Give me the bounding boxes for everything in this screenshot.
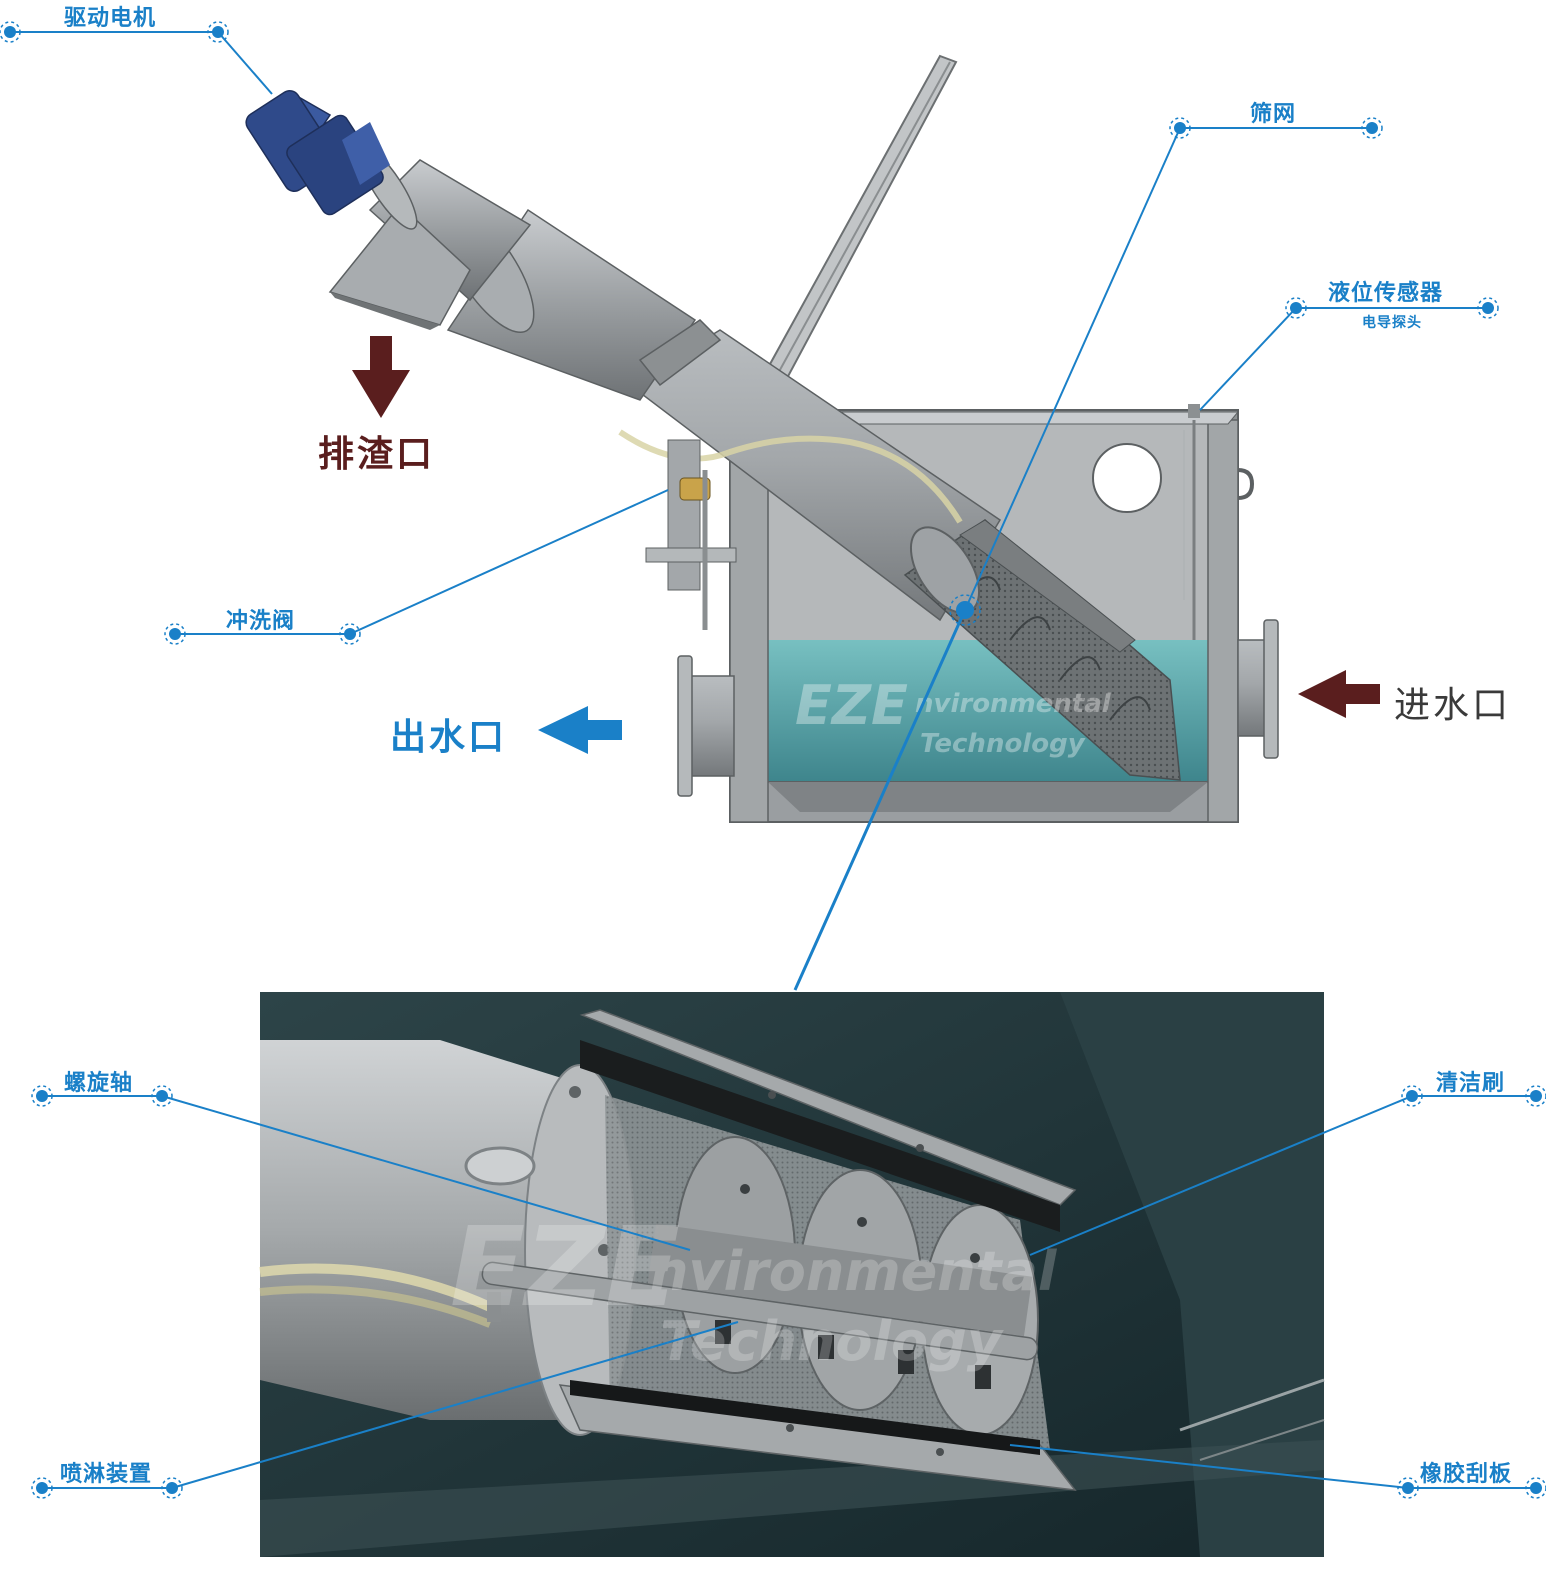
- callout-lines: [10, 31, 1536, 1489]
- svg-text:EZE: EZE: [450, 1203, 680, 1331]
- label-spray-device: 喷淋装置: [60, 1462, 153, 1487]
- label-drive-motor: 驱动电机: [64, 6, 157, 31]
- water-outlet-pipe: [677, 655, 735, 797]
- label-screen-mesh: 筛网: [1250, 102, 1297, 127]
- svg-text:EZE: EZE: [795, 674, 908, 737]
- label-screw-shaft: 螺旋轴: [64, 1071, 134, 1096]
- drive-motor: [245, 90, 390, 216]
- svg-text:Technology: Technology: [660, 1310, 1005, 1373]
- label-cleaning-brush: 清洁刷: [1436, 1071, 1506, 1096]
- svg-text:nvironmental: nvironmental: [915, 689, 1112, 719]
- label-water-outlet: 出水口: [390, 717, 508, 758]
- screw-tube: [328, 146, 1181, 781]
- watermark-upper: EZE nvironmental Technology: [795, 674, 1112, 759]
- label-level-sensor-sub: 电导探头: [1362, 315, 1422, 331]
- inlet-arrow: [1298, 670, 1380, 718]
- label-slag-outlet: 排渣口: [318, 434, 436, 475]
- label-flush-valve: 冲洗阀: [226, 609, 296, 634]
- detail-view: EZE nvironmental Technology: [259, 992, 1325, 1557]
- slag-arrow: [352, 336, 410, 418]
- water-inlet-pipe: [1237, 619, 1279, 759]
- flush-valve-assembly: [645, 439, 737, 630]
- label-rubber-scraper: 橡胶刮板: [1420, 1462, 1513, 1487]
- label-level-sensor: 液位传感器: [1328, 281, 1444, 306]
- callout-dots: [4, 26, 1542, 1494]
- outlet-arrow: [538, 706, 622, 754]
- label-water-inlet: 进水口: [1394, 685, 1512, 726]
- svg-text:Technology: Technology: [920, 729, 1086, 759]
- cover-plate: [746, 54, 958, 412]
- zoom-connector: [793, 609, 967, 991]
- svg-text:nvironmental: nvironmental: [650, 1240, 1058, 1303]
